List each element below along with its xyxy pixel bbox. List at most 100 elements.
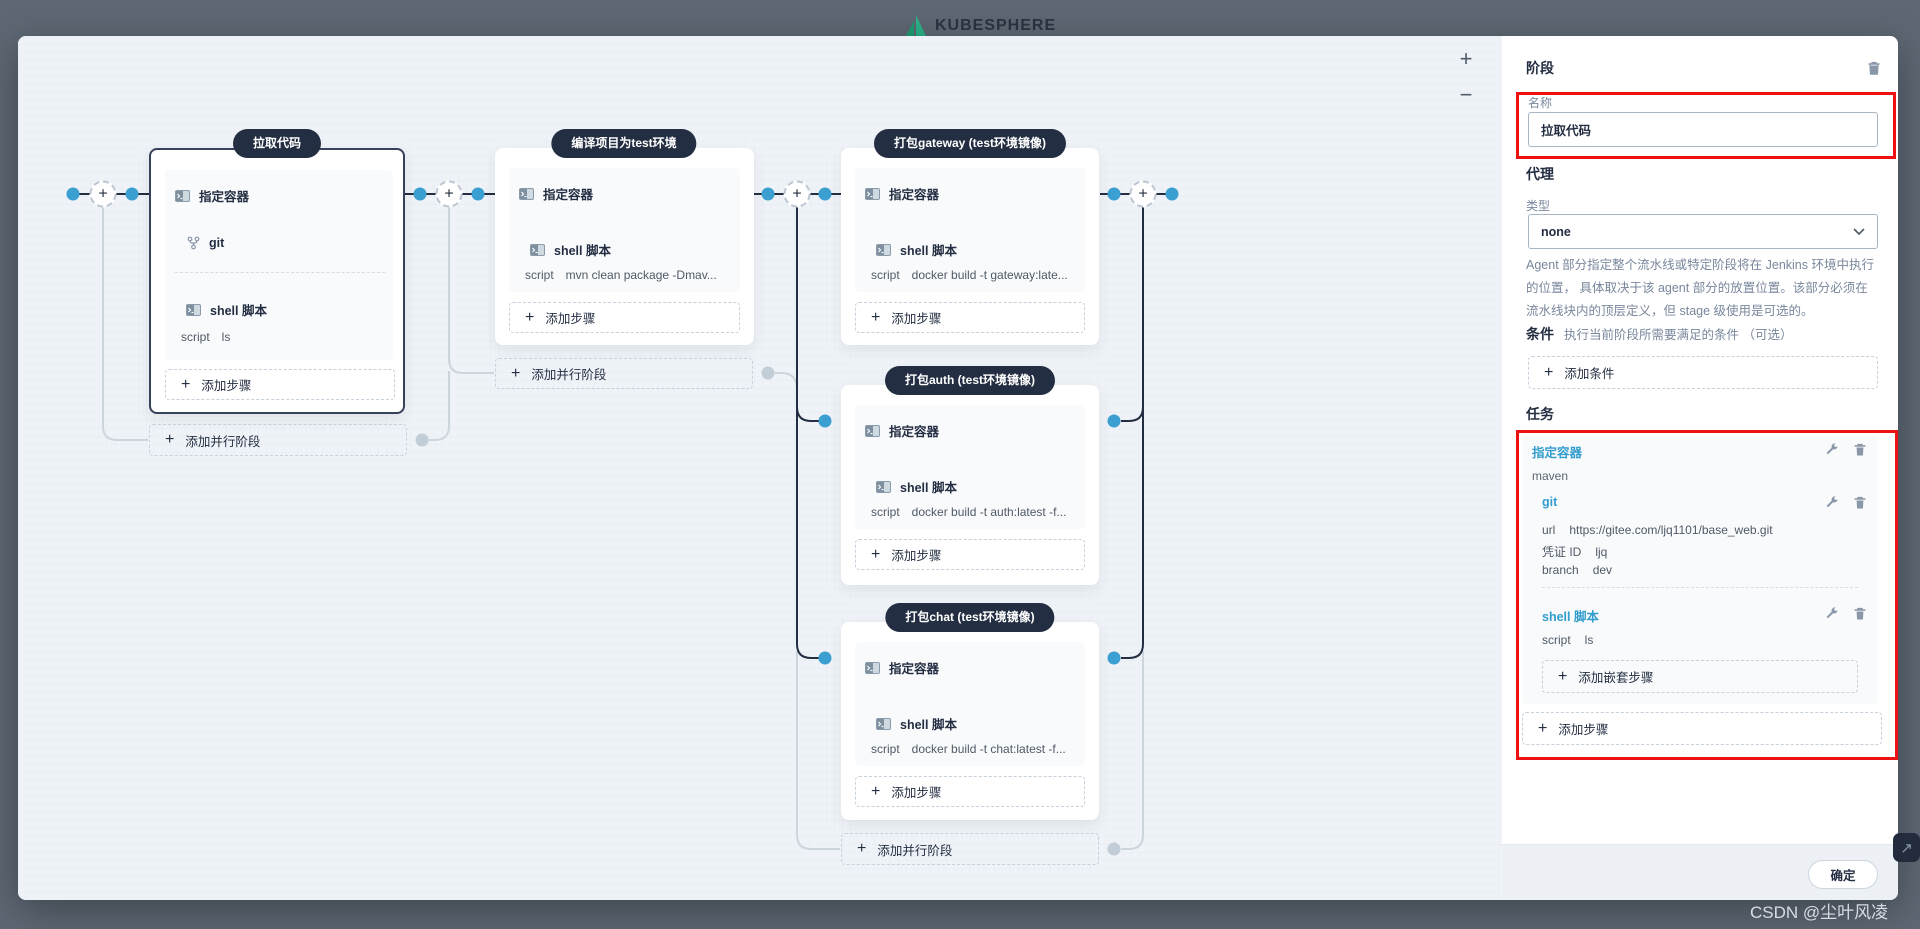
agent-section-title: 代理	[1526, 166, 1554, 182]
agent-type-value: none	[1541, 224, 1571, 239]
add-step-label: 添加步骤	[891, 312, 942, 326]
delete-task-trash-icon[interactable]	[1852, 442, 1868, 458]
step-shell[interactable]: shell 脚本	[876, 477, 957, 496]
terminal-icon	[186, 303, 201, 316]
insert-stage-button[interactable]: +	[783, 180, 811, 208]
plus-icon: +	[181, 375, 191, 393]
stage-title-pill[interactable]: 打包gateway (test环境镜像)	[873, 129, 1067, 158]
connector-dot[interactable]	[1107, 414, 1121, 428]
task-shell-link[interactable]: shell 脚本	[1542, 610, 1599, 624]
delete-task-trash-icon[interactable]	[1852, 606, 1868, 622]
add-parallel-label: 添加并行阶段	[877, 843, 953, 858]
plus-icon: +	[1558, 667, 1568, 685]
step-label: shell 脚本	[554, 244, 611, 258]
edit-wrench-icon[interactable]	[1824, 606, 1840, 622]
connector-dot[interactable]	[761, 187, 775, 201]
add-task-step-button[interactable]: + 添加步骤	[1522, 712, 1882, 745]
step-container-agent[interactable]: 指定容器	[175, 186, 249, 205]
edit-wrench-icon[interactable]	[1824, 495, 1840, 511]
connector-dot[interactable]	[818, 187, 832, 201]
add-step-button[interactable]: + 添加步骤	[855, 302, 1085, 333]
connector-dot[interactable]	[66, 187, 80, 201]
add-parallel-stage-button[interactable]: + 添加并行阶段	[495, 358, 753, 389]
step-container-agent[interactable]: 指定容器	[865, 184, 939, 203]
agent-type-select[interactable]: none	[1528, 214, 1878, 249]
plus-icon: +	[871, 782, 881, 800]
add-nested-step-label: 添加嵌套步骤	[1578, 671, 1654, 685]
connector-dot[interactable]	[818, 414, 832, 428]
plus-icon: +	[871, 545, 881, 563]
connector-dot[interactable]	[818, 651, 832, 665]
terminal-icon	[876, 717, 891, 730]
zoom-in-button[interactable]: +	[1454, 46, 1478, 72]
connector-dot[interactable]	[1107, 651, 1121, 665]
step-git[interactable]: git	[187, 236, 224, 250]
stage-title-pill[interactable]: 打包auth (test环境镜像)	[885, 366, 1055, 395]
step-shell[interactable]: shell 脚本	[530, 240, 611, 259]
step-container-agent[interactable]: 指定容器	[519, 184, 593, 203]
plus-icon: +	[871, 308, 881, 326]
delete-task-trash-icon[interactable]	[1852, 495, 1868, 511]
agent-help-text: Agent 部分指定整个流水线或特定阶段将在 Jenkins 环境中执行的位置，…	[1526, 258, 1874, 319]
add-condition-button[interactable]: + 添加条件	[1528, 356, 1878, 389]
parallel-connector-dot	[761, 366, 775, 380]
scroll-widget-button[interactable]: ↗	[1893, 833, 1920, 862]
stage-name-input[interactable]	[1528, 112, 1878, 147]
step-shell[interactable]: shell 脚本	[876, 714, 957, 733]
stage-title-pill[interactable]: 打包chat (test环境镜像)	[885, 603, 1055, 632]
type-label: 类型	[1526, 199, 1551, 213]
add-parallel-stage-button[interactable]: + 添加并行阶段	[841, 833, 1099, 865]
add-parallel-stage-button[interactable]: + 添加并行阶段	[149, 424, 407, 456]
terminal-icon	[175, 189, 190, 202]
task-container-link[interactable]: 指定容器	[1532, 446, 1583, 460]
edit-wrench-icon[interactable]	[1824, 442, 1840, 458]
terminal-icon	[519, 187, 534, 200]
kubesphere-logo: KUBESPHERE	[905, 14, 1056, 38]
stage-title-pill[interactable]: 编译项目为test环境	[551, 129, 697, 158]
plus-icon: +	[525, 308, 535, 326]
chevron-down-icon	[1853, 228, 1865, 235]
step-divider	[175, 272, 385, 273]
step-shell[interactable]: shell 脚本	[186, 300, 267, 319]
step-shell[interactable]: shell 脚本	[876, 240, 957, 259]
add-step-button[interactable]: + 添加步骤	[855, 539, 1085, 570]
task-divider	[1542, 587, 1858, 588]
plus-icon: +	[444, 185, 454, 202]
step-label: 指定容器	[889, 425, 940, 439]
stage-title-pill[interactable]: 拉取代码	[232, 129, 322, 158]
insert-stage-button[interactable]: +	[89, 180, 117, 208]
add-nested-step-button[interactable]: + 添加嵌套步骤	[1542, 660, 1858, 693]
add-step-button[interactable]: + 添加步骤	[165, 369, 395, 400]
delete-stage-trash-icon[interactable]	[1866, 60, 1882, 76]
connector-dot[interactable]	[413, 187, 427, 201]
connector-dot[interactable]	[1107, 187, 1121, 201]
connector-dot[interactable]	[125, 187, 139, 201]
add-step-label: 添加步骤	[891, 786, 942, 800]
name-label: 名称	[1528, 96, 1553, 110]
insert-stage-button[interactable]: +	[1129, 180, 1157, 208]
condition-section-title: 条件执行当前阶段所需要满足的条件 （可选）	[1526, 324, 1792, 344]
add-step-label: 添加步骤	[891, 549, 942, 563]
pipeline-graph-canvas[interactable]: + + + + + − 拉取代码 指定容器 git shell 脚本 scrip…	[18, 36, 1502, 900]
connector-dot[interactable]	[1165, 187, 1179, 201]
step-label: 指定容器	[543, 188, 594, 202]
add-step-button[interactable]: + 添加步骤	[509, 302, 740, 333]
insert-stage-button[interactable]: +	[435, 180, 463, 208]
connector-dot[interactable]	[471, 187, 485, 201]
step-container-agent[interactable]: 指定容器	[865, 421, 939, 440]
add-step-button[interactable]: + 添加步骤	[855, 776, 1085, 807]
task-git-link[interactable]: git	[1542, 495, 1558, 509]
zoom-out-button[interactable]: −	[1454, 82, 1478, 108]
step-container-agent[interactable]: 指定容器	[865, 658, 939, 677]
terminal-icon	[530, 243, 545, 256]
plus-icon: +	[1544, 363, 1554, 381]
confirm-button[interactable]: 确定	[1808, 860, 1878, 889]
arrow-up-right-icon: ↗	[1900, 839, 1913, 857]
